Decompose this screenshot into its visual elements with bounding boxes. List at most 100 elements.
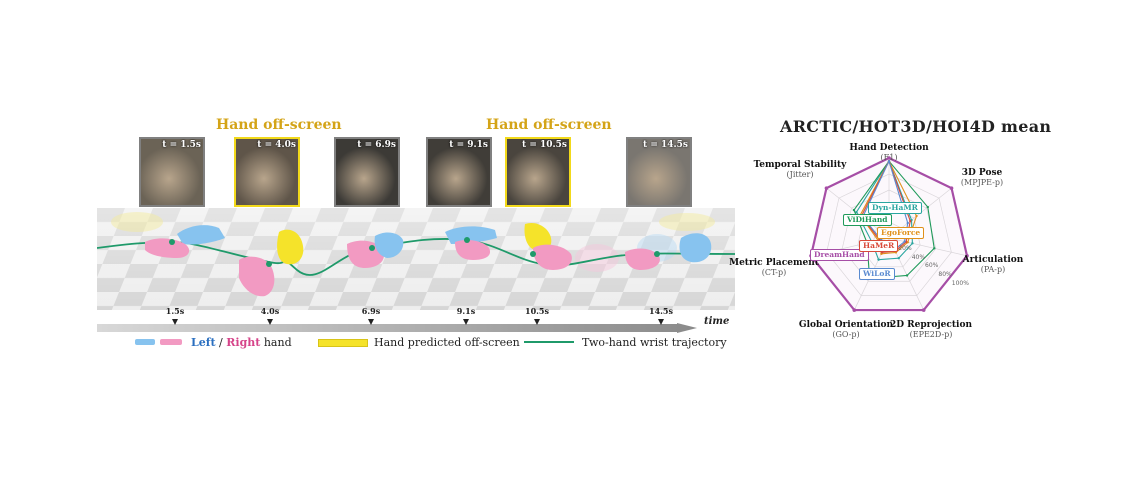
radar-axis-name: Temporal Stability [753,160,847,170]
radar-grid-ring [826,173,952,297]
timeline-tick-label: 14.5s [649,306,673,316]
radar-point [926,205,929,209]
radar-axis-metric: (GO-p) [832,330,860,339]
radar-point [933,247,936,250]
radar-method-label: HaMeR [859,240,899,252]
timeline-tick-marker [658,319,664,325]
radar-ring-label: 40% [911,253,926,261]
radar-ring-label: 80% [938,271,952,279]
timeline-tick-marker [534,319,540,325]
radar-axis-name: Articulation [962,255,1024,265]
frame-time-label: t = 9.1s [449,140,488,150]
radar-axis-name: Hand Detection [849,143,929,153]
left-hand-2 [374,232,404,258]
timeline-tick-label: 1.5s [165,306,185,316]
scene-svg [97,208,735,310]
timeline-tick-marker [267,319,273,325]
radar-axis-label: Articulation(PA-p) [963,255,1024,275]
hand-scene [97,208,735,310]
frame-time-label: t = 4.0s [257,140,296,150]
timeline-tick-marker [463,319,469,325]
frame-2: t = 4.0s [234,137,300,207]
radar-point [887,156,891,160]
radar-axis-label: Hand Detection(F1) [849,143,928,163]
radar-point [911,242,914,245]
legend-slash: / [215,336,227,349]
right-hand-4 [455,240,491,260]
radar-method-label: ViDiHand [843,214,892,226]
legend-hand: Left / Right hand [191,336,292,349]
radar-axis-label: Metric Placement(CT-p) [729,258,819,278]
timeline-tick-marker [172,319,178,325]
left-hand-4 [679,233,712,263]
radar-axis-label: 3D Pose(MPJPE-p) [961,168,1003,188]
radar-axis-name: Global Orientation [798,320,894,330]
offscreen-hand-2 [524,222,552,251]
timeline-tick-label: 6.9s [361,306,381,316]
radar-axis-name: 3D Pose [961,168,1003,178]
offscreen-hand-1 [277,229,304,265]
radar-axis-name: Metric Placement [729,258,819,268]
radar-point [905,274,909,277]
radar-axis-metric: (CT-p) [761,268,787,277]
timeline-tick-marker [368,319,374,325]
radar-title: ARCTIC/HOT3D/HOI4D mean [780,117,1052,136]
frame-5: t = 10.5s [505,137,571,207]
radar-ring-label: 100% [951,280,969,288]
radar-method-label: WiLoR [859,268,895,280]
radar-point [887,160,891,163]
radar-axis-metric: (MPJPE-p) [960,178,1004,187]
radar-point [852,208,856,212]
radar-point [855,210,858,214]
radar-method-label: Dyn-HaMR [868,202,922,214]
legend-left-label: Left [191,336,216,349]
legend-offscreen-swatch [318,339,368,347]
radar-method-label: EgoForce [877,227,925,239]
radar-point [852,308,857,312]
legend-trajectory-swatch [524,341,574,343]
timeline-arrow [97,318,697,333]
offscreen-title-2: Hand off-screen [486,117,612,133]
frame-time-label: t = 14.5s [643,140,688,150]
legend-trajectory-label: Two-hand wrist trajectory [582,336,727,349]
radar-axis-label: Temporal Stability(Jitter) [754,160,847,180]
frame-time-label: t = 1.5s [162,140,201,150]
radar-point [877,258,880,261]
right-hand-6 [625,248,660,270]
radar-ring-label: 60% [925,262,939,270]
radar-point [903,240,906,243]
radar-method-label: DreamHand [810,249,869,261]
radar-point [906,221,909,225]
legend-right-label: Right [226,336,261,349]
legend-left-swatch [135,339,155,345]
radar-spoke [888,237,968,257]
radar-axis-metric: (Jitter) [786,170,814,179]
radar-point [897,256,900,260]
legend-offscreen-label: Hand predicted off-screen [374,336,520,349]
radar-point [965,254,969,258]
radar-axis-label: Global Orientation(GO-p) [799,320,893,340]
frame-6: t = 14.5s [626,137,692,207]
radar-axis-metric: (PA-p) [980,265,1006,274]
frame-time-label: t = 10.5s [522,140,567,150]
time-axis-label: time [704,316,730,327]
timeline-tick-label: 9.1s [456,306,476,316]
left-hand-3 [445,226,497,244]
frame-1: t = 1.5s [139,137,205,207]
radar-axis-metric: (EPE2D-p) [909,330,953,339]
timeline-tick-label: 10.5s [525,306,549,316]
radar-ring-label: 20% [898,244,912,252]
radar-point [921,308,926,312]
frame-time-label: t = 6.9s [357,140,396,150]
left-hand-1 [177,225,225,245]
radar-point [909,219,912,223]
offscreen-title-1: Hand off-screen [216,117,342,133]
radar-axis-name: 2D Reprojection [889,320,973,330]
radar-axis-label: 2D Reprojection(EPE2D-p) [890,320,972,340]
radar-point [949,186,954,190]
frame-3: t = 6.9s [334,137,400,207]
right-hand-5 [533,244,572,270]
legend-hand-label: hand [260,336,292,349]
frame-4: t = 9.1s [426,137,492,207]
right-hand-1 [145,238,190,258]
